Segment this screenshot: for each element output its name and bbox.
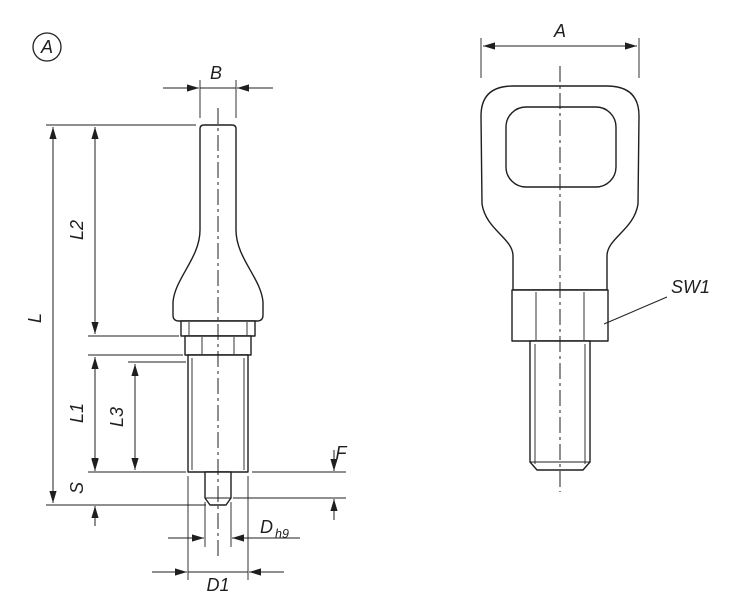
dimension-B: B <box>163 63 273 118</box>
view-marker-letter: A <box>40 37 53 57</box>
dim-label-D1: D1 <box>206 575 229 595</box>
view-marker-circle <box>32 32 62 62</box>
dim-label-D-tolerance: h9 <box>275 527 289 541</box>
plunger-front-view <box>480 85 640 471</box>
dim-label-S: S <box>67 482 87 494</box>
dimension-S: S <box>67 452 99 526</box>
dimension-L: L <box>25 124 206 506</box>
eye-knob-hole <box>505 106 617 188</box>
dimension-F: F <box>233 443 348 520</box>
dimension-L3: L3 <box>107 361 186 470</box>
dim-label-A: A <box>553 21 566 41</box>
dim-label-D: D <box>260 517 273 537</box>
dimension-A: A <box>480 21 640 78</box>
dimension-D1: D1 <box>152 476 284 595</box>
dimension-L2: L2 <box>67 127 179 337</box>
dimension-L1: L1 <box>67 354 186 473</box>
dimension-D-h9: D h9 <box>168 502 300 547</box>
dim-label-L2: L2 <box>67 220 87 240</box>
dim-label-L3: L3 <box>107 407 127 427</box>
dim-label-SW1: SW1 <box>671 277 710 297</box>
callout-SW1: SW1 <box>603 277 710 325</box>
dim-label-B: B <box>210 63 222 83</box>
dim-label-F: F <box>336 443 348 463</box>
dim-label-L1: L1 <box>67 403 87 423</box>
view-marker: A <box>32 32 62 62</box>
dim-label-L: L <box>25 313 45 323</box>
